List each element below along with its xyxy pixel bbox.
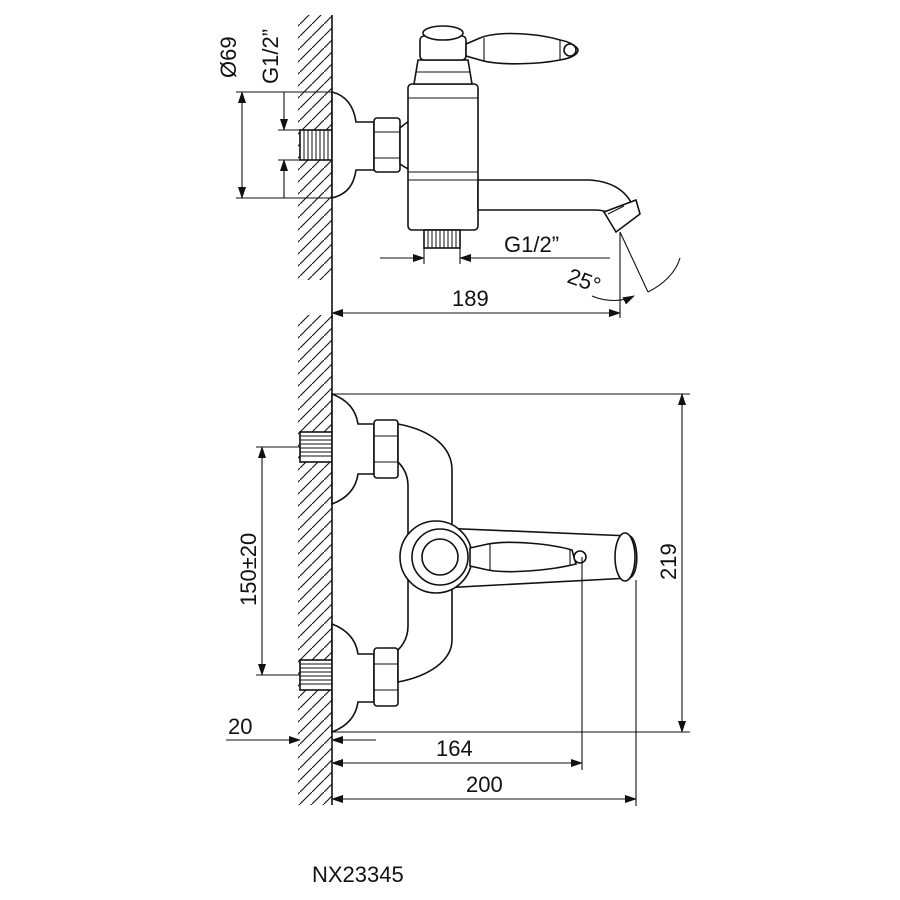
- dim-diameter: Ø69: [216, 36, 241, 78]
- lever-handle-side: [465, 32, 579, 65]
- cartridge-center: [421, 538, 459, 576]
- dim-angle: 25°: [564, 263, 604, 298]
- dim-wall-offset: 20: [228, 714, 252, 739]
- lever-handle-front: [469, 541, 577, 573]
- dim-handle-reach: 164: [436, 736, 473, 761]
- dim-spacing: 150±20: [236, 533, 261, 606]
- dim-height: 219: [656, 543, 681, 580]
- spout-end: [614, 532, 636, 582]
- dim-thread-top: G1/2”: [258, 29, 283, 84]
- nut-lower: [373, 647, 399, 707]
- front-view: 150±20 219 20 164 200: [226, 315, 690, 806]
- aerator: [602, 198, 641, 234]
- wall-hatch-bottom: [298, 315, 332, 805]
- dim-depth: 189: [452, 286, 489, 311]
- escutcheon-lower: [331, 622, 375, 734]
- diverter-outlet-thread: [423, 229, 461, 249]
- dim-thread-outlet: G1/2”: [504, 232, 559, 257]
- model-code: NX23345: [312, 862, 404, 887]
- mixer-body-side: [407, 83, 479, 231]
- escutcheon-upper: [331, 392, 375, 506]
- dim-total-reach: 200: [466, 772, 503, 797]
- side-view: Ø69 G1/2” G1/2” 25° 189: [216, 15, 681, 318]
- nut-upper: [373, 419, 399, 479]
- escutcheon-top: [331, 90, 375, 200]
- cap-top: [422, 25, 464, 41]
- hex-nut-top: [373, 117, 401, 173]
